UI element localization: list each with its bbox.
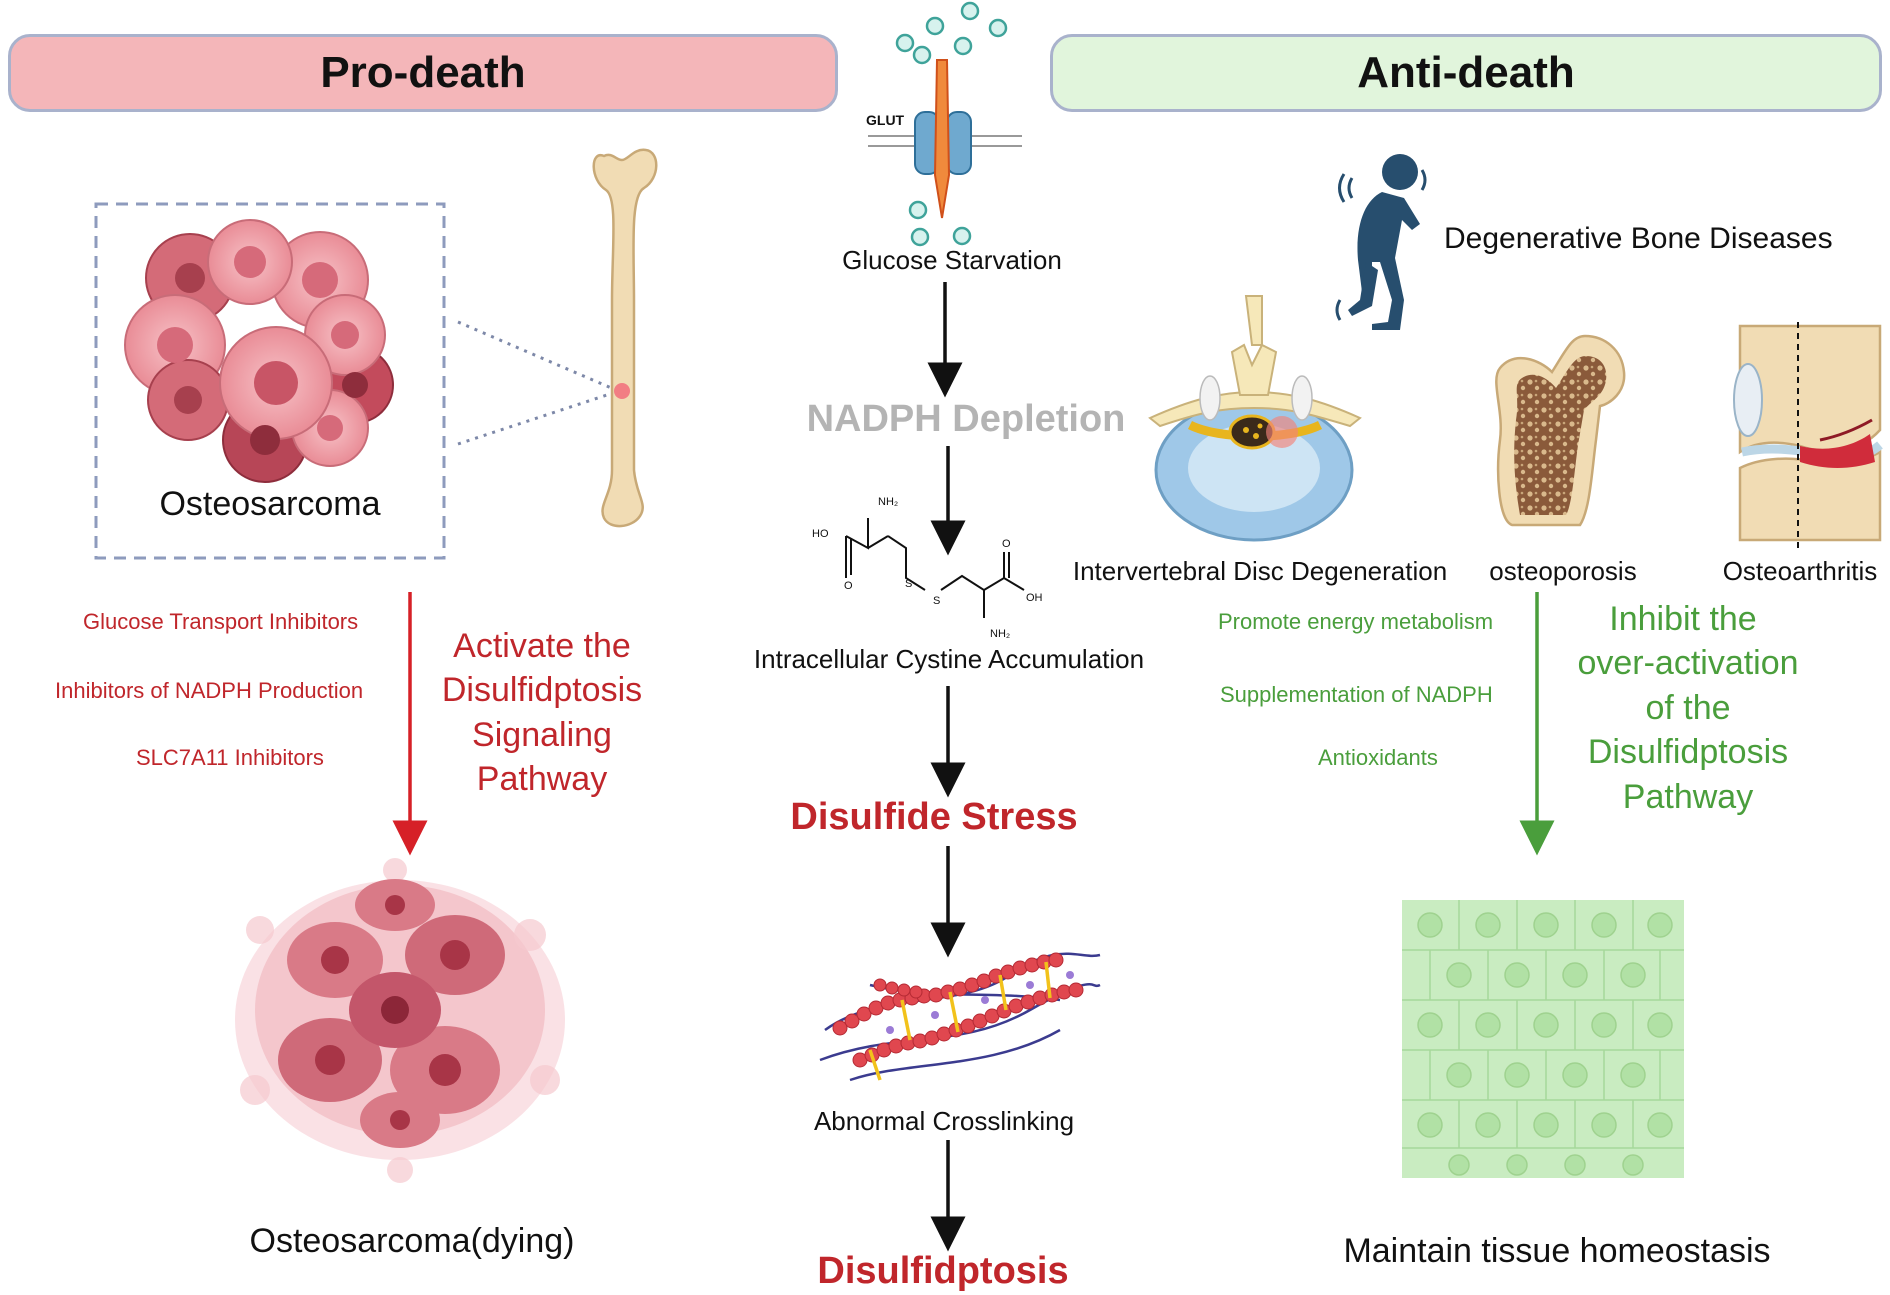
center-flow-arrows — [927, 282, 966, 1252]
glut-transporter — [868, 59, 1022, 219]
long-bone-graphic — [592, 148, 658, 528]
activate-line-3: Signaling — [472, 716, 612, 754]
osteoporosis-label: osteoporosis — [1489, 556, 1637, 586]
anti-death-title: Anti-death — [1357, 48, 1575, 97]
intervertebral-disc-graphic — [1148, 295, 1362, 542]
osteoporosis-bone-graphic — [1495, 334, 1626, 527]
cystine-atom-nh2-bottom: NH₂ — [990, 628, 1011, 640]
cystine-atom-oh: OH — [1026, 592, 1043, 604]
inhibit-line-2: over-activation — [1577, 644, 1799, 682]
cystine-atom-s2: S — [933, 595, 941, 607]
disc-degeneration-label: Intervertebral Disc Degeneration — [1072, 556, 1448, 586]
maintain-homeostasis-label: Maintain tissue homeostasis — [1343, 1232, 1771, 1270]
osteoarthritis-knee-graphic — [1733, 322, 1883, 552]
disulfidptosis-label: Disulfidptosis — [817, 1250, 1069, 1292]
abnormal-crosslinking-label: Abnormal Crosslinking — [813, 1106, 1075, 1136]
activate-line-1: Activate the — [453, 627, 631, 665]
pro-death-banner: Pro-death — [8, 34, 838, 112]
osteosarcoma-dashed-box — [94, 202, 446, 560]
inhibit-line-3: of the — [1645, 689, 1731, 727]
cystine-atom-s1: S — [905, 578, 913, 590]
slc7a11-inhibitors-label: SLC7A11 Inhibitors — [136, 745, 324, 770]
inhibit-line-1: Inhibit the — [1609, 600, 1757, 638]
degenerative-bone-diseases-label: Degenerative Bone Diseases — [1444, 222, 1833, 255]
glut-label: GLUT — [866, 112, 905, 128]
cystine-atom-nh2-top: NH₂ — [878, 496, 899, 508]
osteosarcoma-cell-cluster — [124, 219, 394, 483]
activate-line-2: Disulfidptosis — [441, 671, 643, 709]
inhibit-line-5: Pathway — [1622, 778, 1754, 816]
cystine-accumulation-label: Intracellular Cystine Accumulation — [753, 644, 1145, 674]
nadph-depletion-label: NADPH Depletion — [806, 398, 1126, 440]
elderly-person-icon — [1335, 154, 1427, 330]
antioxidants-label: Antioxidants — [1318, 745, 1438, 770]
osteosarcoma-dying-label: Osteosarcoma(dying) — [249, 1222, 575, 1260]
nadph-production-inhibitors-label: Inhibitors of NADPH Production — [55, 678, 364, 703]
supplementation-nadph-label: Supplementation of NADPH — [1220, 682, 1493, 707]
abnormal-crosslinking-graphic — [819, 952, 1101, 1082]
glucose-transport-inhibitors-label: Glucose Transport Inhibitors — [83, 609, 359, 634]
cystine-atom-o-left: O — [844, 580, 853, 592]
zoom-lines — [457, 320, 617, 446]
inhibit-line-4: Disulfidptosis — [1587, 733, 1789, 771]
osteosarcoma-label: Osteosarcoma — [159, 485, 381, 523]
disulfide-stress-label: Disulfide Stress — [790, 796, 1078, 838]
glucose-starvation-label: Glucose Starvation — [842, 245, 1062, 275]
dying-osteosarcoma-graphic — [235, 858, 565, 1183]
cystine-structure — [845, 518, 1025, 618]
pro-death-title: Pro-death — [320, 48, 526, 97]
anti-death-banner: Anti-death — [1050, 34, 1882, 112]
osteoarthritis-label: Osteoarthritis — [1722, 556, 1878, 586]
activate-line-4: Pathway — [476, 760, 608, 798]
healthy-tissue-graphic — [1402, 900, 1684, 1178]
glucose-molecules — [895, 1, 1008, 247]
cystine-atom-o-right: O — [1002, 538, 1011, 550]
promote-energy-label: Promote energy metabolism — [1218, 609, 1494, 634]
cystine-atom-ho: HO — [812, 528, 829, 540]
